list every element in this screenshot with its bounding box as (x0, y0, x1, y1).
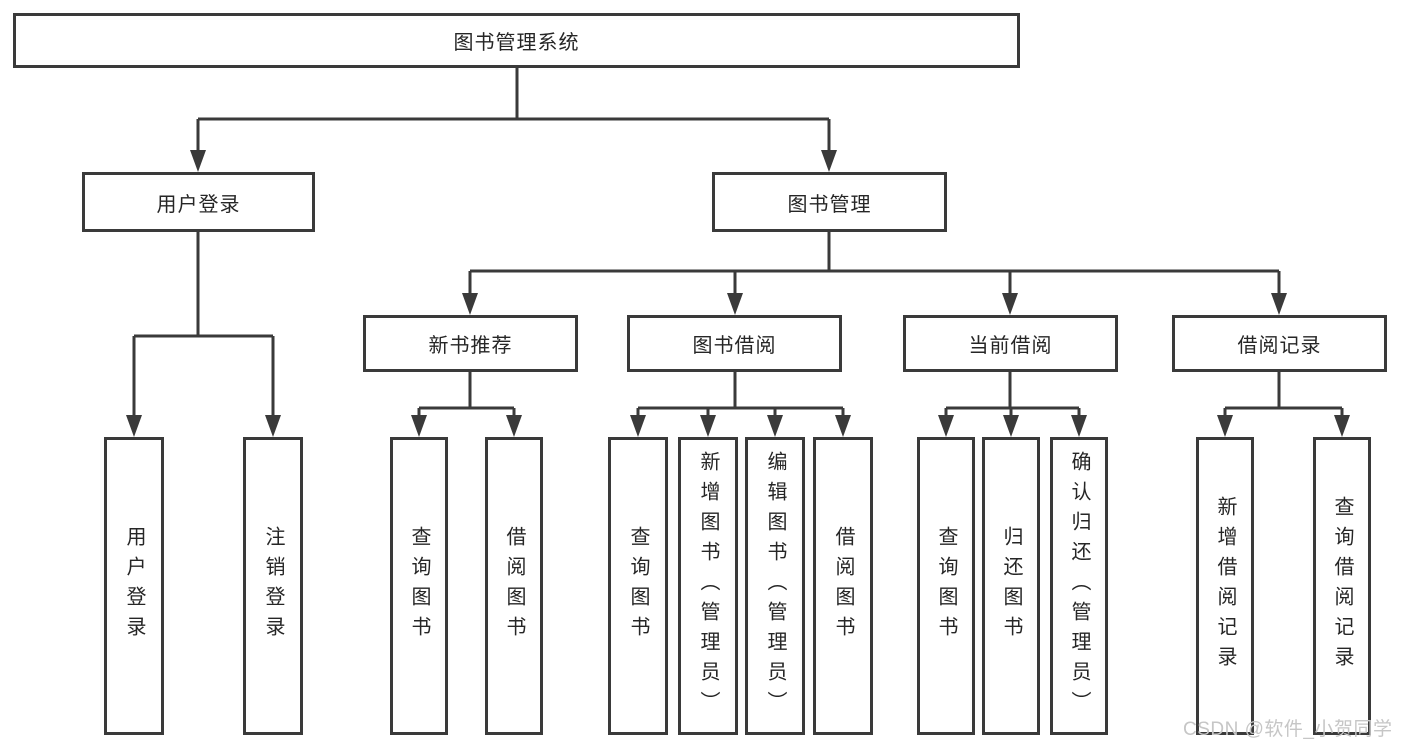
connector-user-login-group (126, 230, 281, 437)
connector-line (132, 230, 275, 419)
arrowhead-down-icon (938, 415, 1087, 437)
leaf-borrow-books-1-label: 借阅图书 (503, 526, 525, 646)
leaf-query-books-2: 查询图书 (608, 437, 668, 735)
arrowhead-down-icon (190, 150, 837, 172)
leaf-add-book-admin: 新增图书（管理员） (678, 437, 738, 735)
leaf-query-books-3-label: 查询图书 (935, 526, 957, 646)
leaf-edit-book-admin-label: 编辑图书（管理员） (764, 451, 786, 721)
leaf-confirm-return-admin-label: 确认归还（管理员） (1068, 451, 1090, 721)
leaf-return-book-label: 归还图书 (1000, 526, 1022, 646)
node-book-management-label: 图书管理 (787, 193, 872, 216)
node-book-borrow: 图书借阅 (627, 315, 842, 372)
connector-line (196, 66, 831, 154)
arrowhead-down-icon (411, 415, 522, 437)
connector-current-borrow-group (938, 370, 1087, 437)
connector-new-book-recommend-group (411, 370, 522, 437)
connector-line (944, 370, 1081, 419)
leaf-edit-book-admin: 编辑图书（管理员） (745, 437, 805, 735)
node-book-management: 图书管理 (712, 172, 947, 232)
node-borrow-records: 借阅记录 (1172, 315, 1387, 372)
arrowhead-down-icon (1217, 415, 1350, 437)
leaf-logout: 注销登录 (243, 437, 303, 735)
node-current-borrow: 当前借阅 (903, 315, 1118, 372)
leaf-query-books-1-label: 查询图书 (408, 526, 430, 646)
node-root: 图书管理系统 (13, 13, 1020, 68)
leaf-return-book: 归还图书 (982, 437, 1040, 735)
connector-line (636, 370, 845, 419)
node-new-book-recommend: 新书推荐 (363, 315, 578, 372)
leaf-query-borrow-record: 查询借阅记录 (1313, 437, 1371, 735)
connector-line (417, 370, 516, 419)
leaf-query-books-2-label: 查询图书 (627, 526, 649, 646)
leaf-confirm-return-admin: 确认归还（管理员） (1050, 437, 1108, 735)
leaf-logout-label: 注销登录 (262, 526, 284, 646)
node-borrow-records-label: 借阅记录 (1237, 335, 1322, 357)
arrowhead-down-icon (462, 293, 1287, 315)
node-book-borrow-label: 图书借阅 (692, 335, 777, 357)
node-user-login: 用户登录 (82, 172, 315, 232)
leaf-query-borrow-record-label: 查询借阅记录 (1331, 496, 1353, 676)
leaf-add-borrow-record: 新增借阅记录 (1196, 437, 1254, 735)
leaf-add-borrow-record-label: 新增借阅记录 (1214, 496, 1236, 676)
connector-line (1223, 370, 1344, 419)
leaf-user-login-label: 用户登录 (123, 526, 145, 646)
leaf-borrow-books-2: 借阅图书 (813, 437, 873, 735)
connector-book-management-group (462, 230, 1287, 315)
leaf-borrow-books-2-label: 借阅图书 (832, 526, 854, 646)
connector-root-to-level2 (190, 66, 837, 172)
node-new-book-recommend-label: 新书推荐 (428, 335, 513, 357)
leaf-query-books-1: 查询图书 (390, 437, 448, 735)
connector-line (468, 230, 1281, 297)
leaf-user-login: 用户登录 (104, 437, 164, 735)
node-root-label: 图书管理系统 (453, 32, 580, 54)
connector-borrow-records-group (1217, 370, 1350, 437)
leaf-query-books-3: 查询图书 (917, 437, 975, 735)
connector-book-borrow-group (630, 370, 851, 437)
leaf-borrow-books-1: 借阅图书 (485, 437, 543, 735)
arrowhead-down-icon (126, 415, 281, 437)
leaf-add-book-admin-label: 新增图书（管理员） (697, 451, 719, 721)
node-current-borrow-label: 当前借阅 (968, 335, 1053, 357)
node-user-login-label: 用户登录 (156, 193, 241, 216)
arrowhead-down-icon (630, 415, 851, 437)
csdn-watermark: CSDN @软件_小贺同学 (1183, 719, 1393, 740)
